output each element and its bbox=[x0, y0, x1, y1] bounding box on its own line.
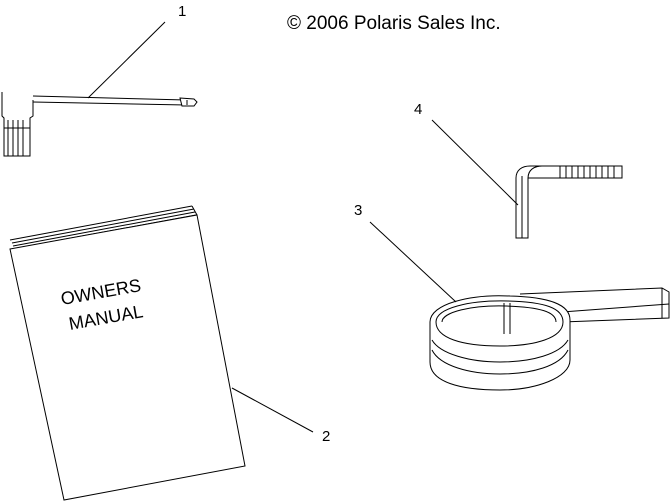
callout-2: 2 bbox=[322, 428, 330, 445]
leader-line-2 bbox=[231, 387, 314, 433]
callout-3: 3 bbox=[354, 202, 362, 219]
part-1-tool bbox=[1, 92, 198, 157]
leader-line-4 bbox=[431, 119, 519, 206]
callout-4: 4 bbox=[414, 101, 422, 118]
part-2-owners-manual: OWNERS MANUAL bbox=[9, 205, 246, 501]
part-3-strap bbox=[429, 287, 670, 391]
callout-1: 1 bbox=[178, 3, 186, 20]
part-4-l-key bbox=[515, 165, 623, 239]
leader-line-1 bbox=[87, 21, 166, 99]
copyright-text: © 2006 Polaris Sales Inc. bbox=[287, 13, 501, 34]
leader-line-3 bbox=[369, 221, 457, 303]
